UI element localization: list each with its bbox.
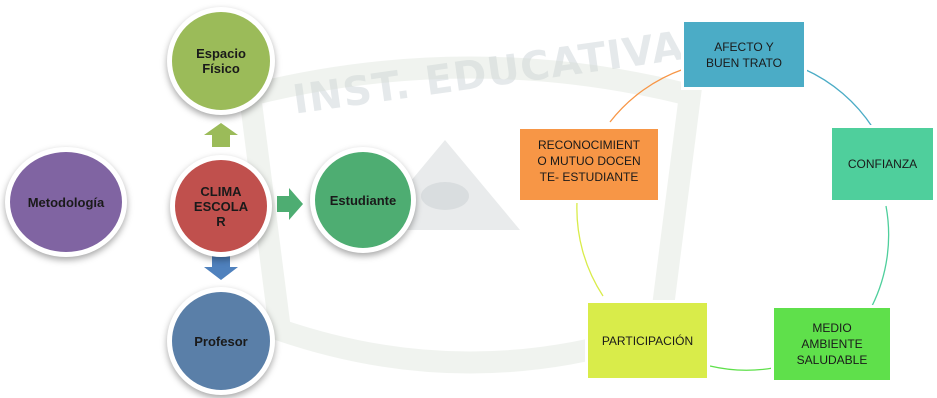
cycle-node-participacion-label: PARTICIPACIÓN xyxy=(601,333,694,348)
node-clima-escolar: CLIMA ESCOLA R xyxy=(170,155,272,257)
connector-afecto-confianza xyxy=(803,68,874,129)
cycle-node-reconocimiento: RECONOCIMIENT O MUTUO DOCENTE- ESTUDIANT… xyxy=(517,126,661,203)
connector-medio-participacion xyxy=(709,365,774,371)
node-profesor: Profesor xyxy=(167,287,275,395)
node-espacio-fisico: Espacio Físico xyxy=(167,7,275,115)
cycle-node-participacion: PARTICIPACIÓN xyxy=(585,300,710,381)
cycle-node-medio-ambiente: MEDIO AMBIENTE SALUDABLE xyxy=(771,305,893,383)
cycle-node-medio-ambiente-label: MEDIO AMBIENTE SALUDABLE xyxy=(796,321,868,367)
arrow-up-icon xyxy=(204,123,238,147)
connector-participacion-reconocimiento xyxy=(576,201,604,297)
cycle-node-afecto-label: AFECTO Y BUEN TRATO xyxy=(705,39,782,70)
node-espacio-fisico-label: Espacio Físico xyxy=(196,46,246,76)
node-metodologia: Metodología xyxy=(5,147,127,257)
cycle-node-confianza-label: CONFIANZA xyxy=(847,157,918,171)
cycle-node-afecto: AFECTO Y BUEN TRATO xyxy=(681,19,807,90)
cycle-node-confianza: CONFIANZA xyxy=(829,125,936,203)
cycle-node-reconocimiento-label: RECONOCIMIENT O MUTUO DOCENTE- ESTUDIANT… xyxy=(537,138,641,184)
node-metodologia-label: Metodología xyxy=(27,194,105,210)
node-estudiante: Estudiante xyxy=(310,147,416,253)
arrow-right-icon xyxy=(277,188,303,220)
node-profesor-label: Profesor xyxy=(194,333,248,349)
connector-confianza-medio xyxy=(871,205,890,307)
node-clima-escolar-label: CLIMA ESCOLA R xyxy=(193,183,249,229)
arrow-down-icon xyxy=(204,256,238,280)
connector-reconocimiento-afecto xyxy=(609,68,685,123)
node-estudiante-label: Estudiante xyxy=(329,192,397,208)
